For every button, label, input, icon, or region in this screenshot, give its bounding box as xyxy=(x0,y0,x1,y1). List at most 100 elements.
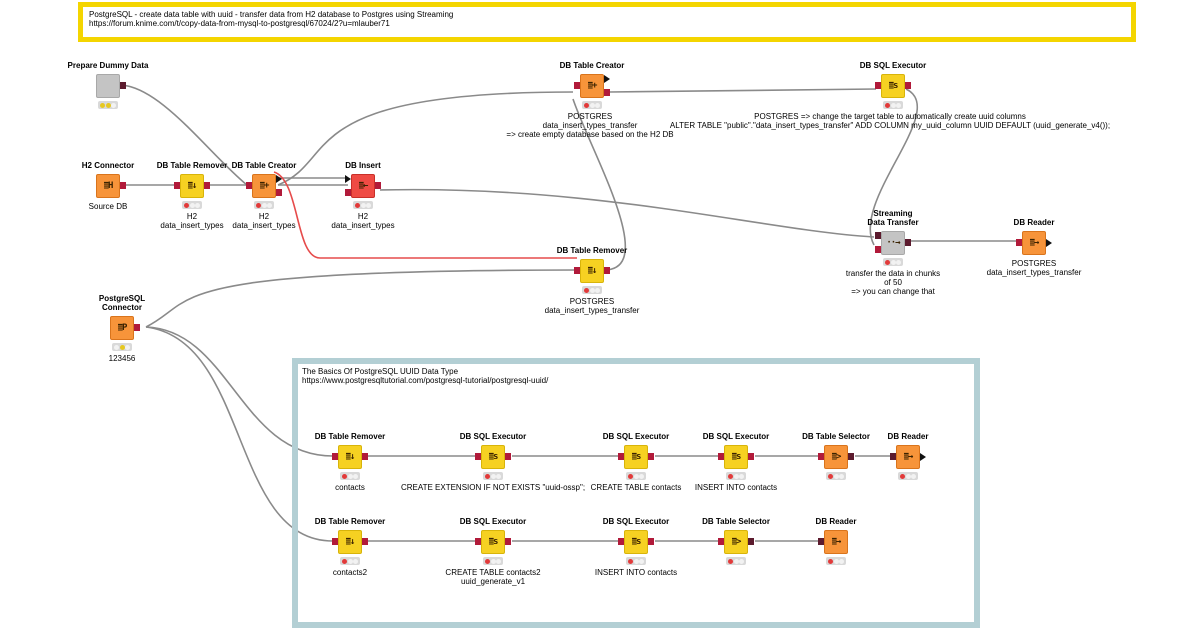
output-port-db-sql-executor-pg-0[interactable] xyxy=(905,82,911,89)
output-port-db-insert-0[interactable] xyxy=(375,182,381,189)
node-title-prepare-dummy[interactable]: Prepare Dummy Data xyxy=(67,61,149,70)
node-title-streaming-transfer[interactable]: Streaming Data Transfer xyxy=(867,209,919,227)
annotation-top[interactable]: PostgreSQL - create data table with uuid… xyxy=(78,2,1136,42)
node-caption-streaming-transfer-1[interactable]: of 50 xyxy=(884,278,902,287)
node-caption-r1-exec1-0[interactable]: CREATE EXTENSION IF NOT EXISTS "uuid-oss… xyxy=(400,483,586,492)
node-db-table-remover-pg[interactable]: ≣↓ xyxy=(580,259,604,283)
node-h2-connector[interactable]: ≣H xyxy=(96,174,120,198)
input-port-r2-selector-0[interactable] xyxy=(718,538,724,545)
node-r1-selector[interactable]: ≣> xyxy=(824,445,848,469)
input-port-r1-exec1-0[interactable] xyxy=(475,453,481,460)
node-caption-r1-remover-0[interactable]: contacts xyxy=(335,483,365,492)
node-title-db-reader-pg[interactable]: DB Reader xyxy=(1013,218,1055,227)
output-port-pg-connector-0[interactable] xyxy=(134,324,140,331)
output-port-db-table-creator-pg-1[interactable] xyxy=(604,89,610,96)
node-title-db-table-remover-h2[interactable]: DB Table Remover xyxy=(156,161,228,170)
node-db-table-creator-pg[interactable]: ≣+ xyxy=(580,74,604,98)
annotation-uuid-basics[interactable]: The Basics Of PostgreSQL UUID Data Type … xyxy=(292,358,980,628)
output-port-r1-selector-0[interactable] xyxy=(848,453,854,460)
node-caption-db-table-creator-pg-2[interactable]: => create empty database based on the H2… xyxy=(506,130,674,139)
node-caption-db-table-creator-pg-0[interactable]: POSTGRES xyxy=(567,112,613,121)
node-r2-exec1[interactable]: ≣s xyxy=(481,530,505,554)
node-title-r1-remover[interactable]: DB Table Remover xyxy=(314,432,386,441)
node-title-r1-exec3[interactable]: DB SQL Executor xyxy=(702,432,770,441)
node-prepare-dummy[interactable] xyxy=(96,74,120,98)
output-port-r2-selector-0[interactable] xyxy=(748,538,754,545)
input-port-streaming-transfer-0[interactable] xyxy=(875,232,881,239)
node-title-r2-reader[interactable]: DB Reader xyxy=(815,517,857,526)
input-port-db-table-remover-h2-0[interactable] xyxy=(174,182,180,189)
node-title-r1-reader[interactable]: DB Reader xyxy=(887,432,929,441)
node-caption-pg-connector-0[interactable]: 123456 xyxy=(108,354,136,363)
input-port-r1-remover-0[interactable] xyxy=(332,453,338,460)
input-port-r2-remover-0[interactable] xyxy=(332,538,338,545)
node-r1-exec3[interactable]: ≣s xyxy=(724,445,748,469)
node-r1-exec2[interactable]: ≣s xyxy=(624,445,648,469)
node-title-r2-selector[interactable]: DB Table Selector xyxy=(702,517,770,526)
node-streaming-transfer[interactable]: ··→ xyxy=(881,231,905,255)
input-port-r1-exec2-0[interactable] xyxy=(618,453,624,460)
input-port-r2-exec1-0[interactable] xyxy=(475,538,481,545)
node-caption-db-table-remover-h2-1[interactable]: data_insert_types xyxy=(160,221,224,230)
input-port-db-sql-executor-pg-0[interactable] xyxy=(875,82,881,89)
node-title-r2-exec1[interactable]: DB SQL Executor xyxy=(459,517,527,526)
output-port-r1-exec2-0[interactable] xyxy=(648,453,654,460)
node-caption-db-insert-1[interactable]: data_insert_types xyxy=(331,221,395,230)
node-caption-db-table-remover-pg-0[interactable]: POSTGRES xyxy=(569,297,615,306)
input-port-db-insert-1[interactable] xyxy=(345,189,351,196)
output-port-db-table-creator-h2-1[interactable] xyxy=(276,189,282,196)
node-r1-exec1[interactable]: ≣s xyxy=(481,445,505,469)
node-title-r1-selector[interactable]: DB Table Selector xyxy=(802,432,870,441)
output-port-r1-remover-0[interactable] xyxy=(362,453,368,460)
input-port-db-table-creator-h2-0[interactable] xyxy=(246,182,252,189)
output-port-prepare-dummy-0[interactable] xyxy=(120,82,126,89)
node-db-reader-pg[interactable]: ≣→ xyxy=(1022,231,1046,255)
input-port-r1-exec3-0[interactable] xyxy=(718,453,724,460)
node-caption-db-table-remover-h2-0[interactable]: H2 xyxy=(186,212,198,221)
output-port-r2-exec2-0[interactable] xyxy=(648,538,654,545)
node-caption-r2-exec1-0[interactable]: CREATE TABLE contacts2 xyxy=(445,568,541,577)
input-port-r2-reader-0[interactable] xyxy=(818,538,824,545)
node-caption-db-sql-executor-pg-1[interactable]: ALTER TABLE "public"."data_insert_types_… xyxy=(669,121,1111,130)
node-pg-connector[interactable]: ≣P xyxy=(110,316,134,340)
input-port-streaming-transfer-1[interactable] xyxy=(875,246,881,253)
node-caption-r1-exec2-0[interactable]: CREATE TABLE contacts xyxy=(590,483,682,492)
input-port-r1-selector-0[interactable] xyxy=(818,453,824,460)
node-caption-r2-exec1-1[interactable]: uuid_generate_v1 xyxy=(460,577,526,586)
output-port-r1-reader-0[interactable] xyxy=(920,453,926,461)
node-title-r1-exec2[interactable]: DB SQL Executor xyxy=(602,432,670,441)
node-caption-streaming-transfer-2[interactable]: => you can change that xyxy=(851,287,935,296)
node-caption-db-sql-executor-pg-0[interactable]: POSTGRES => change the target table to a… xyxy=(754,112,1026,121)
node-caption-r2-exec2-0[interactable]: INSERT INTO contacts xyxy=(594,568,678,577)
node-r1-remover[interactable]: ≣↓ xyxy=(338,445,362,469)
input-port-db-insert-0[interactable] xyxy=(345,175,351,183)
node-caption-db-reader-pg-0[interactable]: POSTGRES xyxy=(1011,259,1057,268)
node-caption-db-table-creator-pg-1[interactable]: data_insert_types_transfer xyxy=(542,121,638,130)
output-port-streaming-transfer-0[interactable] xyxy=(905,239,911,246)
node-title-db-table-creator-h2[interactable]: DB Table Creator xyxy=(231,161,297,170)
input-port-r1-reader-0[interactable] xyxy=(890,453,896,460)
output-port-db-table-remover-h2-0[interactable] xyxy=(204,182,210,189)
node-title-db-table-remover-pg[interactable]: DB Table Remover xyxy=(556,246,628,255)
output-port-h2-connector-0[interactable] xyxy=(120,182,126,189)
output-port-r2-remover-0[interactable] xyxy=(362,538,368,545)
node-caption-db-insert-0[interactable]: H2 xyxy=(357,212,369,221)
node-title-r2-exec2[interactable]: DB SQL Executor xyxy=(602,517,670,526)
input-port-db-table-creator-pg-0[interactable] xyxy=(574,82,580,89)
node-caption-db-table-creator-h2-0[interactable]: H2 xyxy=(258,212,270,221)
node-title-r2-remover[interactable]: DB Table Remover xyxy=(314,517,386,526)
node-r2-selector[interactable]: ≣> xyxy=(724,530,748,554)
node-db-table-remover-h2[interactable]: ≣↓ xyxy=(180,174,204,198)
output-port-r2-exec1-0[interactable] xyxy=(505,538,511,545)
output-port-db-table-creator-pg-0[interactable] xyxy=(604,75,610,83)
node-r2-reader[interactable]: ≣→ xyxy=(824,530,848,554)
node-r1-reader[interactable]: ≣→ xyxy=(896,445,920,469)
node-title-db-insert[interactable]: DB Insert xyxy=(345,161,381,170)
input-port-db-table-remover-pg-0[interactable] xyxy=(574,267,580,274)
node-r2-remover[interactable]: ≣↓ xyxy=(338,530,362,554)
output-port-db-table-remover-pg-0[interactable] xyxy=(604,267,610,274)
node-caption-r2-remover-0[interactable]: contacts2 xyxy=(332,568,368,577)
node-title-db-sql-executor-pg[interactable]: DB SQL Executor xyxy=(859,61,927,70)
output-port-r1-exec3-0[interactable] xyxy=(748,453,754,460)
